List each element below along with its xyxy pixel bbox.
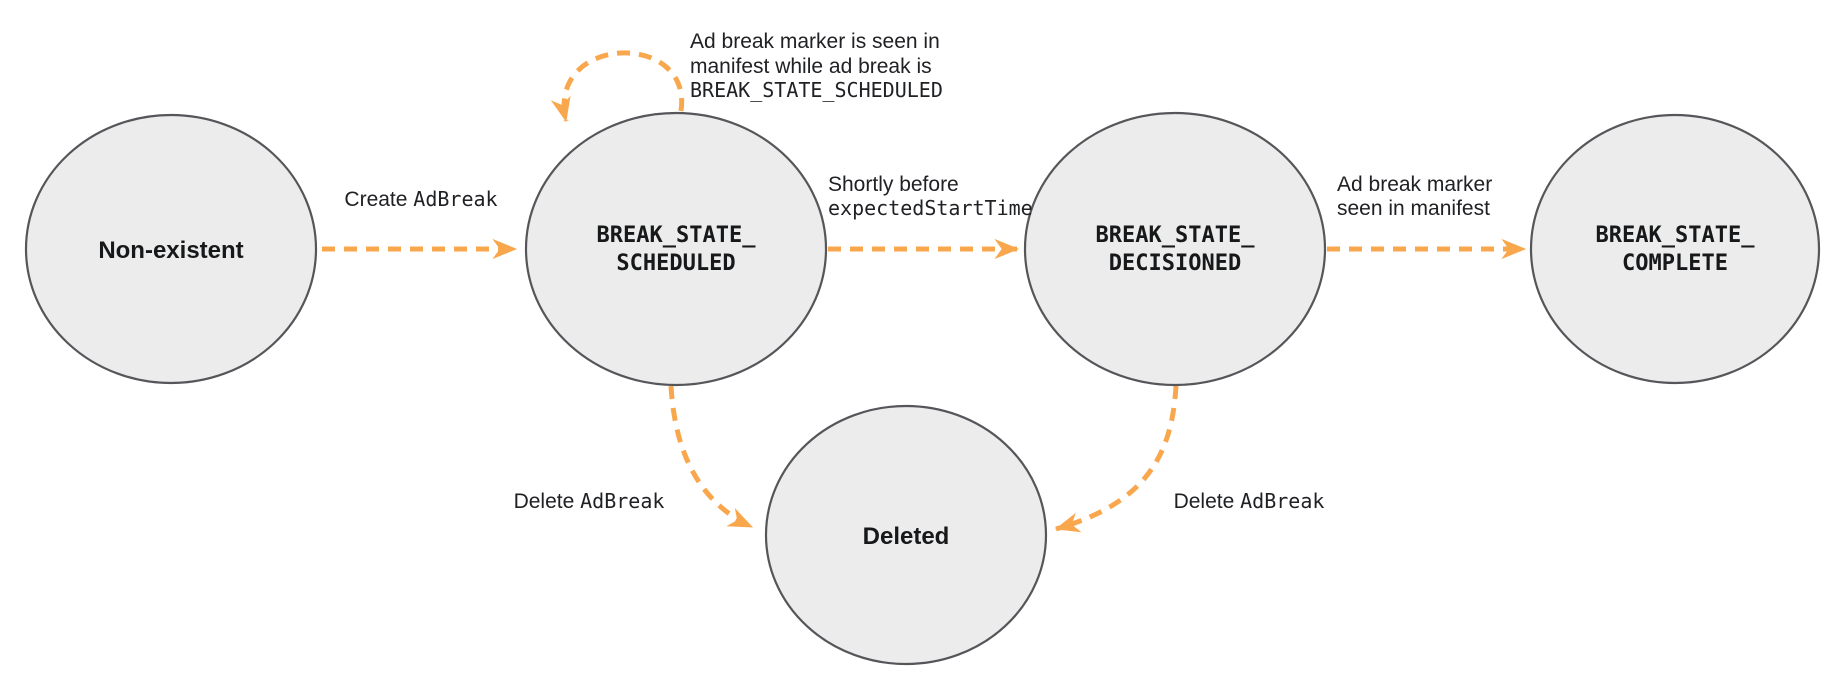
transition-delete-from-decisioned-label-code: AdBreak	[1240, 489, 1324, 513]
transition-delete-from-decisioned-arrow	[1054, 385, 1179, 533]
state-break-state-scheduled: BREAK_STATE_ SCHEDULED	[524, 111, 828, 387]
state-node-non-existent	[24, 113, 318, 385]
state-label-non-existent: Non-existent	[98, 237, 243, 264]
state-non-existent: Non-existent	[24, 113, 318, 385]
state-node-decisioned	[1023, 111, 1327, 387]
state-label-decisioned-line2: DECISIONED	[1109, 251, 1241, 276]
transition-delete-from-scheduled-label-plain: Delete	[514, 490, 581, 513]
transition-delete-from-scheduled-label: Delete AdBreak	[514, 489, 665, 513]
transition-decision-label-line1: Shortly before	[828, 173, 959, 196]
state-node-complete	[1529, 113, 1821, 385]
transition-self-loop-label-line2: manifest while ad break is	[690, 55, 932, 78]
state-label-complete-line2: COMPLETE	[1622, 251, 1728, 276]
transition-delete-from-decisioned-label-plain: Delete	[1174, 490, 1241, 513]
transition-delete-from-scheduled-arrow	[668, 385, 754, 530]
state-break-state-complete: BREAK_STATE_ COMPLETE	[1529, 113, 1821, 385]
state-label-decisioned-line1: BREAK_STATE_	[1096, 223, 1256, 248]
transition-self-loop-label-line1: Ad break marker is seen in	[690, 30, 940, 53]
transition-self-loop-arrow	[550, 50, 685, 123]
state-label-complete-line1: BREAK_STATE_	[1596, 223, 1756, 248]
transition-create-label-code: AdBreak	[413, 187, 497, 211]
transition-delete-from-decisioned-label: Delete AdBreak	[1174, 489, 1325, 513]
state-node-deleted	[764, 404, 1048, 666]
state-break-state-decisioned: BREAK_STATE_ DECISIONED	[1023, 111, 1327, 387]
state-node-scheduled	[524, 111, 828, 387]
transition-create-label: Create AdBreak	[344, 187, 497, 211]
state-deleted: Deleted	[764, 404, 1048, 666]
transition-delete-from-scheduled-label-code: AdBreak	[580, 489, 664, 513]
state-label-scheduled-line2: SCHEDULED	[616, 251, 735, 276]
transition-create-label-plain: Create	[344, 188, 413, 211]
transition-complete-label-line2: seen in manifest	[1337, 197, 1490, 220]
transition-complete-label-line1: Ad break marker	[1337, 173, 1492, 196]
state-label-deleted: Deleted	[863, 523, 950, 550]
state-label-scheduled-line1: BREAK_STATE_	[597, 223, 757, 248]
transition-decision-label-line2: expectedStartTime	[828, 196, 1033, 220]
transition-self-loop-label-line3: BREAK_STATE_SCHEDULED	[690, 78, 943, 102]
